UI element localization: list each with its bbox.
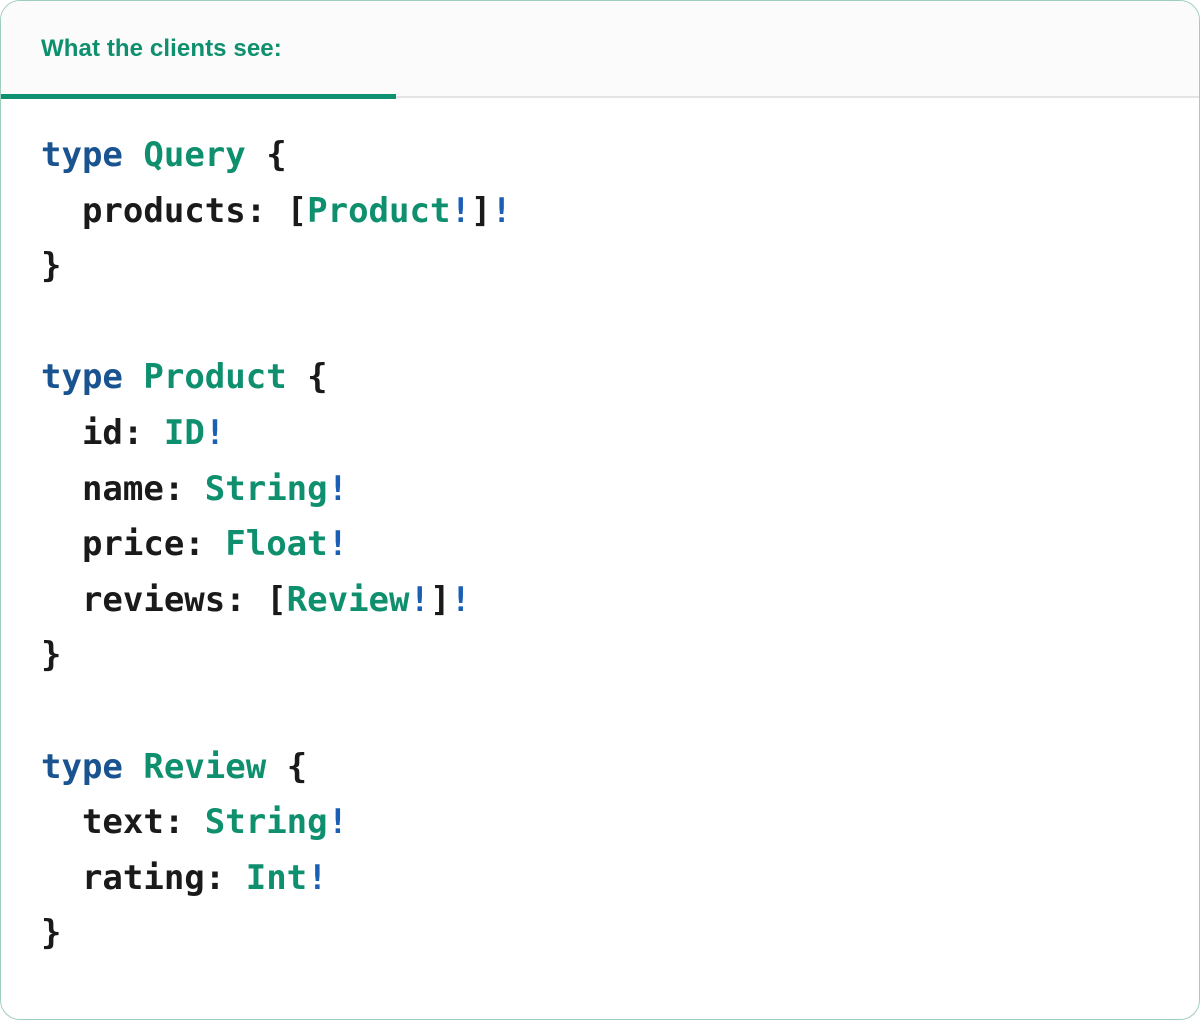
code-token-field: products (41, 190, 246, 231)
code-line: text: String! (1, 795, 1199, 851)
code-token-punct: : (163, 802, 205, 843)
code-line: type Query { (1, 128, 1199, 184)
code-token-punct: : (204, 857, 246, 898)
graphql-schema-code[interactable]: type Query { products: [Product!]!} type… (1, 98, 1199, 962)
code-token-typename: ID (163, 412, 205, 453)
code-token-punct: : (163, 468, 205, 509)
code-token-bang: ! (409, 579, 430, 620)
tab-label: What the clients see: (41, 34, 282, 62)
code-token-typename: Product (143, 357, 287, 398)
code-token-plain (287, 357, 307, 397)
code-token-bang: ! (307, 857, 328, 898)
code-line: type Review { (1, 740, 1199, 796)
code-token-plain (266, 747, 286, 787)
code-token-plain (123, 135, 143, 175)
code-token-keyword: type (41, 746, 123, 787)
code-token-punct: { (286, 746, 308, 787)
code-token-punct: [ (286, 190, 308, 231)
code-token-punct: : (245, 190, 287, 231)
code-token-typename: Review (143, 746, 267, 787)
code-token-typename: String (204, 468, 328, 509)
code-token-punct: { (307, 357, 328, 398)
code-line: products: [Product!]! (1, 184, 1199, 240)
code-token-field: rating (41, 857, 205, 898)
code-line: name: String! (1, 462, 1199, 518)
code-token-punct: } (41, 246, 62, 287)
code-token-punct: : (184, 524, 226, 565)
code-token-plain (123, 357, 143, 397)
code-line: } (1, 628, 1199, 684)
code-line (1, 295, 1199, 351)
code-token-bang: ! (327, 802, 349, 843)
code-line: rating: Int! (1, 851, 1199, 907)
code-token-typename: Review (286, 579, 410, 620)
code-line: price: Float! (1, 517, 1199, 573)
code-token-punct: ] (470, 190, 492, 231)
code-line: reviews: [Review!]! (1, 573, 1199, 629)
code-token-bang: ! (204, 412, 226, 453)
code-line (1, 684, 1199, 740)
code-token-bang: ! (450, 190, 471, 231)
code-token-bang: ! (327, 468, 349, 509)
code-token-bang: ! (491, 190, 512, 231)
code-token-typename: String (204, 802, 328, 843)
code-token-punct: : (225, 579, 267, 620)
code-line: } (1, 239, 1199, 295)
code-token-punct: ] (429, 579, 451, 620)
code-line: } (1, 906, 1199, 962)
code-token-typename: Product (307, 190, 451, 231)
code-token-punct: : (122, 412, 164, 453)
code-line: id: ID! (1, 406, 1199, 462)
code-token-typename: Int (245, 857, 308, 898)
code-token-punct: [ (266, 579, 287, 620)
tab-what-the-clients-see[interactable]: What the clients see: (1, 1, 396, 99)
code-token-punct: { (266, 135, 287, 175)
code-token-punct: } (41, 913, 62, 954)
code-token-field: price (41, 524, 185, 565)
code-token-field: id (41, 412, 123, 453)
code-token-typename: Query (143, 135, 246, 175)
code-line: type Product { (1, 350, 1199, 406)
code-token-field: reviews (41, 579, 226, 620)
code-token-field: text (41, 802, 164, 843)
code-token-typename: Float (225, 524, 328, 565)
code-token-plain (246, 135, 266, 175)
code-token-field: name (41, 468, 164, 509)
code-token-bang: ! (327, 524, 349, 565)
code-token-keyword: type (41, 357, 123, 398)
tab-bar: What the clients see: (1, 1, 1199, 99)
code-token-keyword: type (41, 135, 123, 175)
code-token-plain (123, 747, 143, 787)
code-token-punct: } (41, 635, 62, 676)
code-token-bang: ! (450, 579, 471, 620)
